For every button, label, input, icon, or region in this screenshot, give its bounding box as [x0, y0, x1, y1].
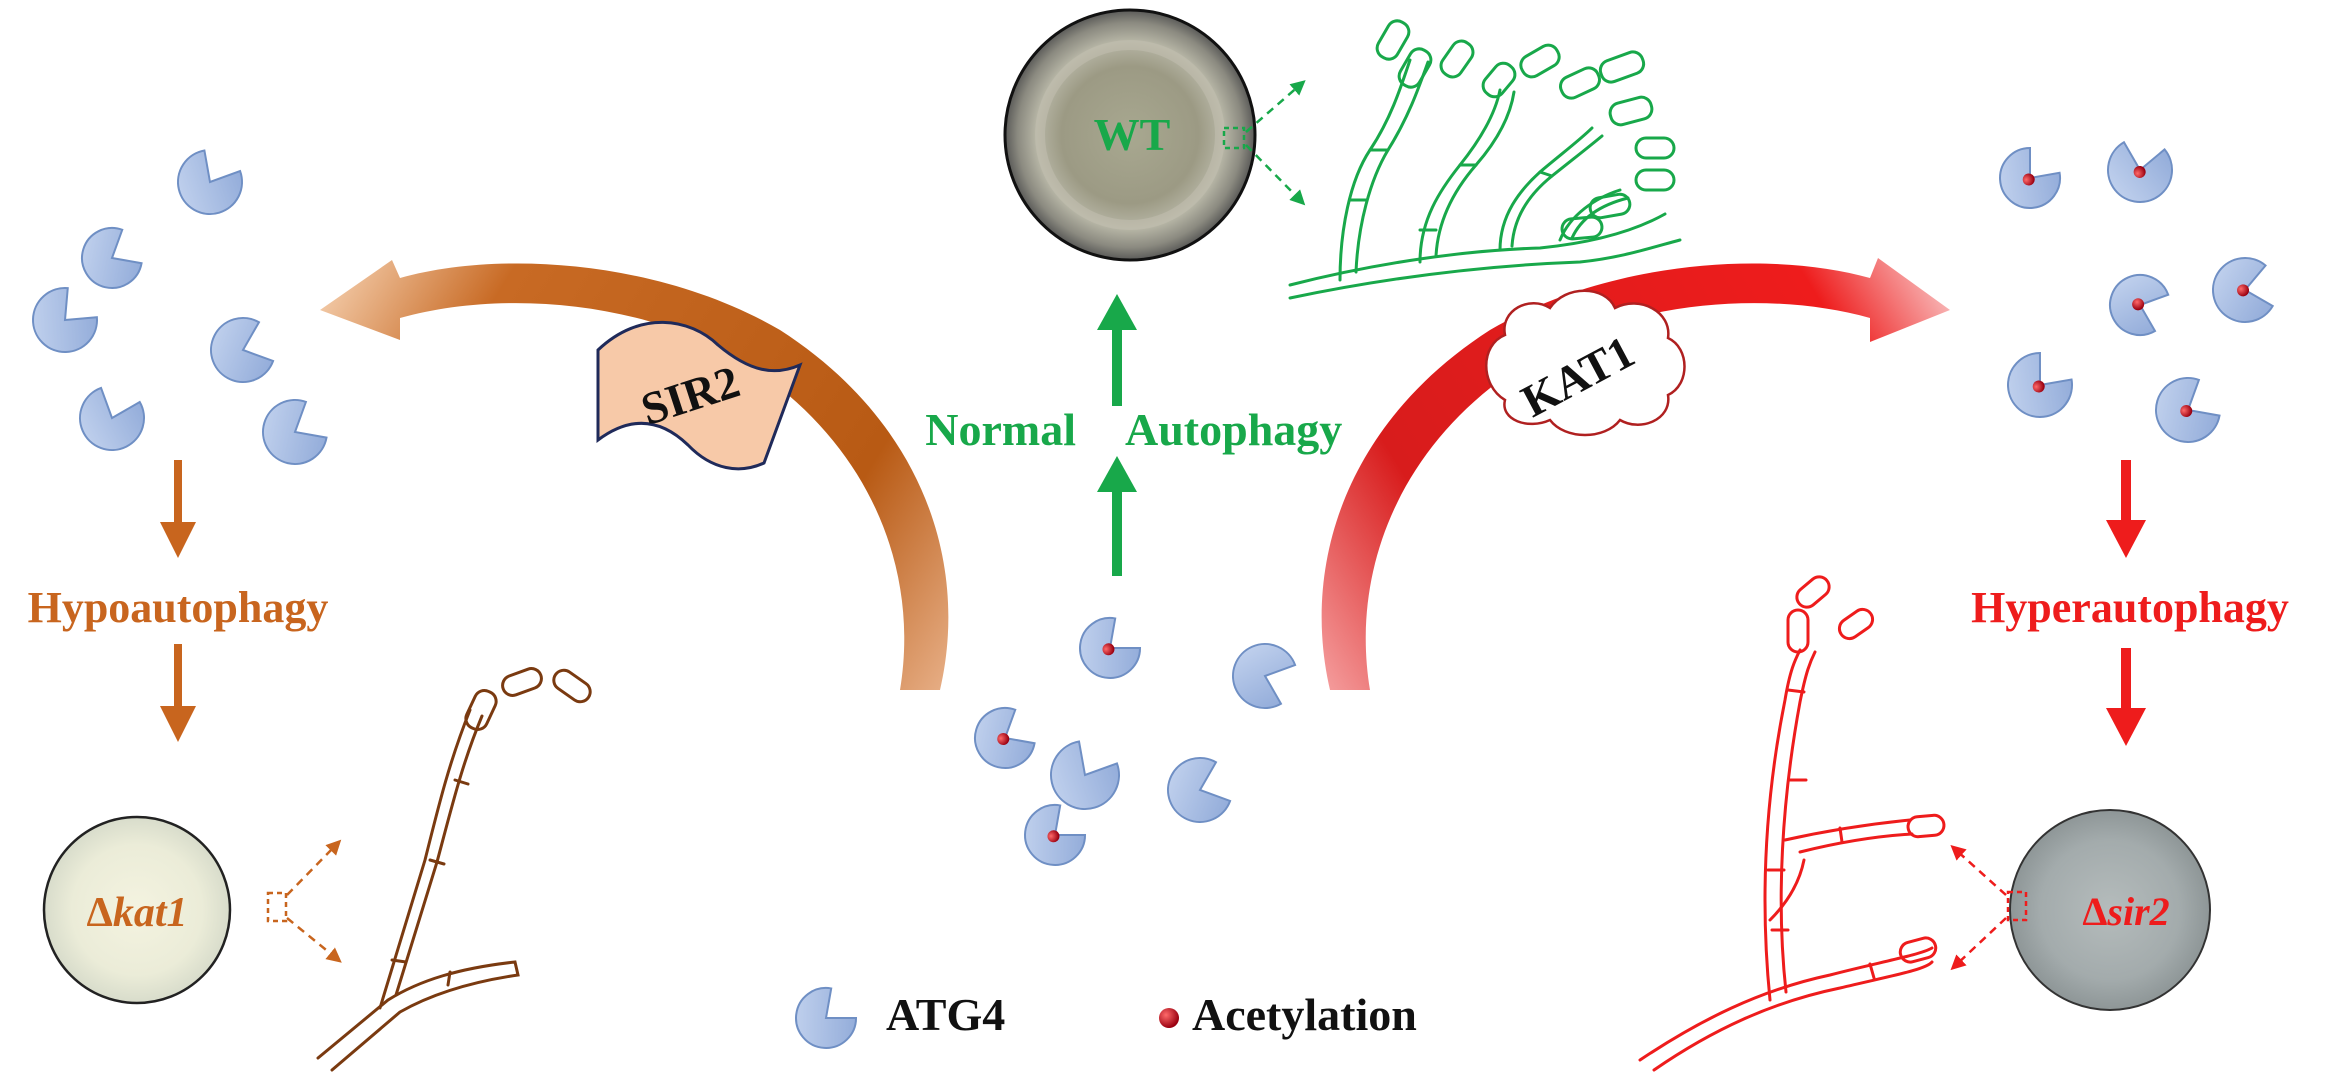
delta-symbol-2: Δ — [2082, 889, 2107, 934]
delta-sir2-label: Δsir2 — [2082, 889, 2169, 934]
kat1-enzyme-cloud: KAT1 — [1485, 289, 1686, 437]
acetylation-dot-icon — [1047, 830, 1060, 843]
acetylation-dot-icon — [2032, 380, 2045, 393]
atg4-protein — [2107, 140, 2173, 203]
acetylation-dot-icon — [2132, 298, 2145, 311]
atg4-protein — [79, 386, 145, 451]
atg4-protein — [210, 317, 275, 383]
atg4-proteins — [32, 140, 2275, 866]
delta-symbol: Δ — [86, 890, 112, 936]
atg4-protein — [974, 707, 1036, 769]
atg4-protein — [1167, 757, 1232, 823]
acetylation-dot-icon — [2133, 165, 2146, 178]
acetylation-dot-icon — [997, 733, 1010, 745]
acetylation-dot-icon — [2180, 405, 2193, 417]
atg4-protein — [1024, 803, 1087, 866]
atg4-protein — [1232, 643, 1297, 709]
atg4-protein — [2109, 274, 2170, 336]
sir2-colony: Δsir2 — [1950, 809, 2211, 1011]
normal-label: Normal — [925, 404, 1076, 455]
normal-arrows — [1097, 294, 1137, 576]
sir2-curved-arrow — [320, 260, 949, 690]
kat1-hyphae — [316, 667, 592, 1072]
sir2-enzyme-banner: SIR2 — [596, 320, 803, 471]
hypoautophagy-label: Hypoautophagy — [28, 583, 329, 632]
wt-label: WT — [1094, 109, 1171, 160]
atg4-protein — [262, 399, 328, 465]
legend: ATG4 Acetylation — [795, 986, 1417, 1049]
acetylation-dot-icon — [1102, 643, 1115, 656]
atg4-protein — [1999, 146, 2062, 209]
atg4-protein — [2155, 377, 2221, 443]
legend-acetylation-label: Acetylation — [1192, 989, 1417, 1040]
legend-atg4-icon — [795, 986, 858, 1049]
wt-hyphae — [1288, 19, 1682, 300]
acetylation-dot-icon — [2237, 284, 2250, 297]
hyper-arrows — [2106, 460, 2146, 746]
atg4-protein — [177, 149, 243, 215]
acetylation-dot-icon — [2022, 173, 2035, 186]
atg4-protein — [1079, 616, 1142, 679]
atg4-protein — [2007, 351, 2073, 418]
sir2-hyphae — [1638, 575, 1946, 1072]
legend-atg4-label: ATG4 — [886, 989, 1005, 1040]
atg4-protein — [2212, 257, 2275, 323]
delta-kat1-label: Δkat1 — [86, 890, 187, 936]
atg4-protein — [81, 227, 143, 289]
sir2-gene-name: sir2 — [2106, 889, 2169, 934]
wt-colony: WT — [1003, 8, 1306, 262]
legend-acetylation-icon — [1159, 1008, 1179, 1028]
atg4-protein — [32, 287, 98, 353]
kat1-colony: Δkat1 — [42, 815, 342, 1005]
kat1-gene-name: kat1 — [113, 890, 188, 936]
hypo-arrows — [160, 460, 196, 742]
atg4-protein — [1049, 740, 1120, 810]
hyperautophagy-label: Hyperautophagy — [1971, 583, 2289, 632]
kat1-curved-arrow — [1321, 258, 1950, 690]
atg4-legend-shape — [795, 986, 858, 1049]
autophagy-label: Autophagy — [1125, 404, 1342, 455]
